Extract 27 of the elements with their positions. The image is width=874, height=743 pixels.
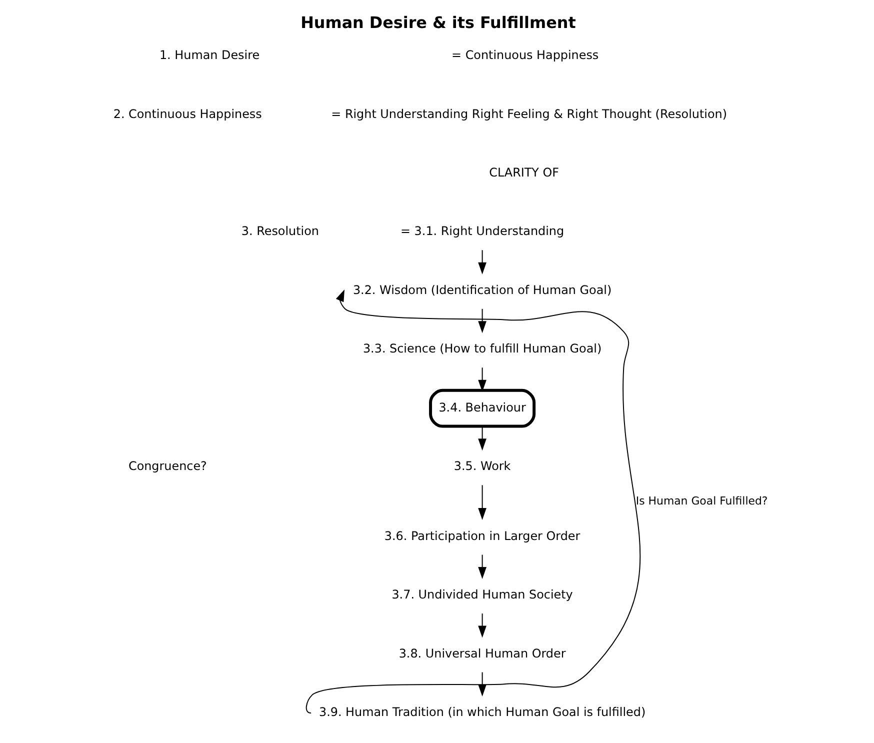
arrow xyxy=(478,613,486,638)
node-text: 3.6. Participation in Larger Order xyxy=(384,528,580,543)
edge-label: Is Human Goal Fulfilled? xyxy=(636,494,768,508)
arrow xyxy=(478,672,486,696)
arrow xyxy=(478,426,486,451)
label: 1. Human Desire xyxy=(159,48,260,62)
label: = Continuous Happiness xyxy=(452,48,599,62)
diagram-title: Human Desire & its Fulfillment xyxy=(300,12,576,32)
arrow xyxy=(478,367,486,392)
label: 3. Resolution xyxy=(241,224,319,238)
node-text: 3.7. Undivided Human Society xyxy=(392,588,573,602)
arrow xyxy=(478,484,486,520)
arrow xyxy=(478,308,486,334)
node-text: 3.8. Universal Human Order xyxy=(398,646,566,660)
node-text: = 3.1. Right Understanding xyxy=(400,224,564,238)
arrow xyxy=(478,250,486,274)
node-text: 3.9. Human Tradition (in which Human Goal is fulfilled) xyxy=(318,705,646,720)
node-text: 3.5. Work xyxy=(454,459,511,474)
label: = Right Understanding Right Feeling & Right Thought (Resolution) xyxy=(331,106,728,121)
node-text: 3.2. Wisdom (Identification of Human Goal) xyxy=(352,282,612,297)
node-text: 3.3. Science (How to fulfill Human Goal) xyxy=(362,342,602,356)
label: CLARITY OF xyxy=(489,165,560,180)
arrow xyxy=(478,554,486,579)
label: Congruence? xyxy=(128,459,207,474)
label: 2. Continuous Happiness xyxy=(113,106,262,121)
node-box: 3.4. Behaviour xyxy=(429,388,536,428)
arrow xyxy=(306,289,641,714)
